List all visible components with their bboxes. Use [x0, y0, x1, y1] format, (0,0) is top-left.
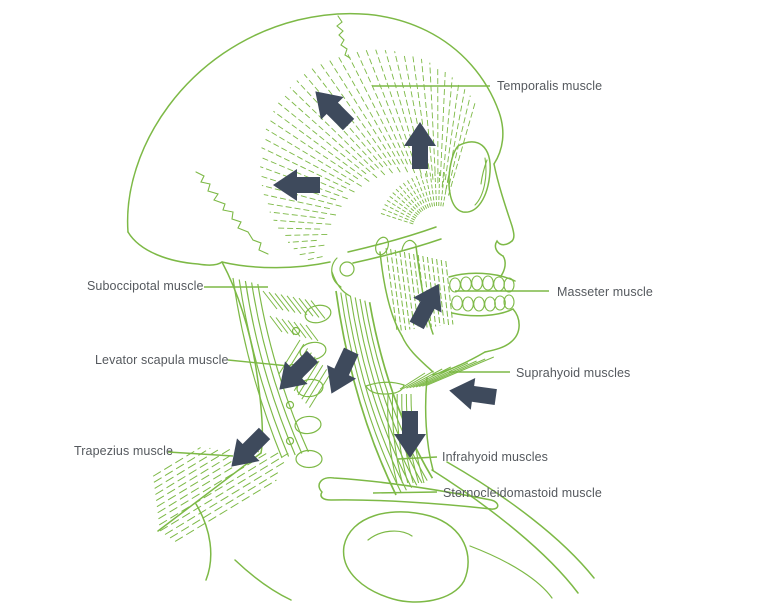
leader-infrahyoid: [397, 456, 438, 460]
temporalis-muscle-hatching: [260, 49, 476, 261]
masseter-arrow-icon: [402, 276, 453, 333]
levator-scapula-arrow-icon: [268, 345, 324, 401]
teeth-outline: [449, 275, 515, 312]
posterior-neck-muscles: [232, 277, 309, 459]
leader-sternocleidomastoid: [372, 491, 438, 494]
suboccipital-hatching: [262, 290, 326, 342]
leader-levator: [227, 359, 290, 367]
label-leader-lines: [167, 85, 549, 494]
label-suboccipital-muscle: Suboccipotal muscle: [87, 279, 204, 293]
label-masseter-muscle: Masseter muscle: [557, 285, 653, 299]
label-trapezius-muscle: Trapezius muscle: [74, 444, 174, 458]
label-suprahyoid-muscles: Suprahyoid muscles: [516, 366, 631, 380]
label-levator-scapula-muscle: Levator scapula muscle: [95, 353, 229, 367]
temporalis-arrow-up-left-icon: [304, 80, 360, 136]
temporalis-arrow-up-icon: [404, 122, 436, 169]
suprahyoid-arrow-icon: [447, 374, 499, 413]
trapezius-hatching: [152, 447, 289, 542]
skull-outline: [126, 12, 595, 603]
sternocleidomastoid-strands: [335, 290, 434, 496]
label-temporalis-muscle: Temporalis muscle: [497, 79, 603, 93]
infrahyoid-arrow-icon: [394, 411, 426, 458]
label-sternocleidomastoid-muscle: Sternocleidomastoid muscle: [443, 486, 602, 500]
suprahyoid-hatching: [399, 356, 494, 390]
leader-trapezius: [167, 451, 234, 457]
label-infrahyoid-muscles: Infrahyoid muscles: [442, 450, 549, 464]
